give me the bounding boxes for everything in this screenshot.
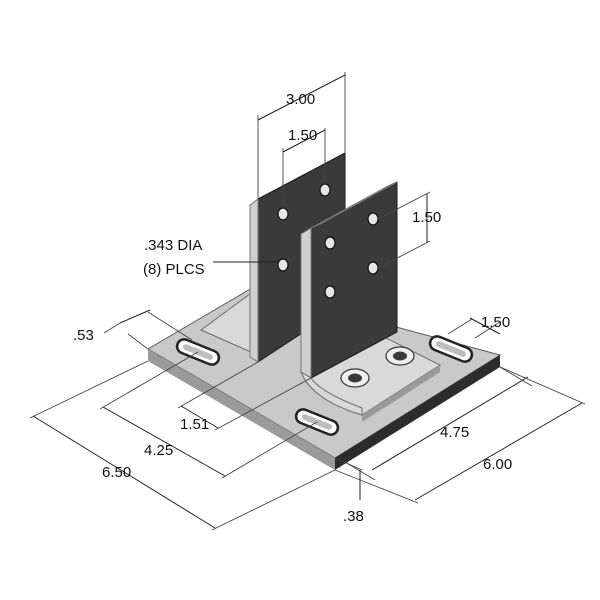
front-upright-hole (324, 236, 336, 250)
dimension-labels: 3.00 1.50 1.50 .343 DIA (8) PLCS .53 1.5… (73, 91, 512, 525)
rear-upright-hole (277, 207, 289, 221)
counterbore-hole (340, 368, 370, 388)
dim-base-width: 6.00 (483, 456, 512, 473)
counterbore-hole (385, 346, 415, 366)
front-upright-hole (367, 261, 379, 275)
hole-note-count: (8) PLCS (143, 261, 205, 278)
front-upright-hole (367, 212, 379, 226)
dim-upright-hole-spacing: 1.50 (288, 127, 317, 144)
base-slots (175, 335, 474, 436)
rear-upright-hole (277, 258, 289, 272)
dim-slot-offset: .53 (73, 327, 94, 344)
hole-note-diameter: .343 DIA (144, 237, 202, 254)
dim-upright-hole-span: 3.00 (286, 91, 315, 108)
dim-right-slot-span: 4.75 (440, 424, 469, 441)
dim-plate-thickness: .38 (343, 508, 364, 525)
dim-vertical-hole-spacing: 1.50 (412, 209, 441, 226)
slot-right (428, 335, 474, 363)
dim-base-length: 6.50 (102, 464, 131, 481)
dimension-lines (29, 72, 586, 531)
dim-upright-offset: 1.51 (180, 416, 209, 433)
rear-upright-hole (319, 183, 331, 197)
front-upright-hole (324, 285, 336, 299)
dim-left-slot-spacing: 4.25 (144, 442, 173, 459)
dim-right-slot-spacing: 1.50 (481, 314, 510, 331)
